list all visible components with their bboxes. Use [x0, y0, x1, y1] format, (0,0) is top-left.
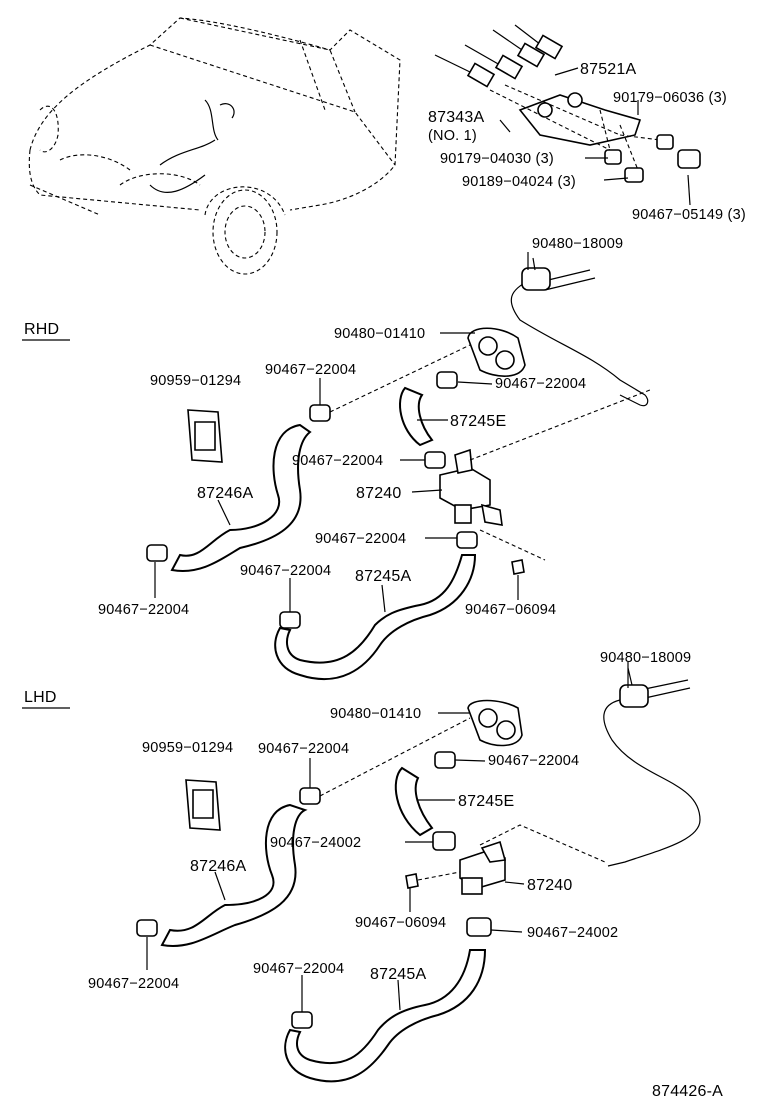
label-87343A: 87343A	[428, 109, 484, 126]
lhd-label-90467-22004-c: 90467−22004	[253, 961, 344, 977]
label-87521A: 87521A	[580, 61, 636, 78]
lhd-label-90467-24002-a: 90467−24002	[270, 835, 361, 851]
lhd-label-90467-24002-b: 90467−24002	[527, 925, 618, 941]
lhd-label-90480-18009: 90480−18009	[600, 650, 691, 666]
rhd-label-90467-22004-d: 90467−22004	[315, 531, 406, 547]
car-illustration	[28, 17, 401, 275]
rhd-label-90480-18009: 90480−18009	[532, 236, 623, 252]
label-90179-06036: 90179−06036 (3)	[613, 90, 727, 106]
lhd-label-90467-22004-a: 90467−22004	[258, 741, 349, 757]
label-90467-05149: 90467−05149 (3)	[632, 207, 746, 223]
rhd-label-87245A: 87245A	[355, 568, 411, 585]
rhd-label-90467-06094: 90467−06094	[465, 602, 556, 618]
section-rhd-label: RHD	[24, 321, 59, 338]
label-90189-04024: 90189−04024 (3)	[462, 174, 576, 190]
section-lhd-label: LHD	[24, 689, 57, 706]
lhd-label-90467-22004-b: 90467−22004	[488, 753, 579, 769]
rhd-parts	[146, 257, 651, 680]
lhd-parts	[136, 667, 701, 1083]
lhd-label-90480-01410: 90480−01410	[330, 706, 421, 722]
rhd-label-87245E: 87245E	[450, 413, 506, 430]
lhd-label-90959-01294: 90959−01294	[142, 740, 233, 756]
rhd-label-90467-22004-a: 90467−22004	[265, 362, 356, 378]
rhd-label-87246A: 87246A	[197, 485, 253, 502]
diagram-id: 874426-A	[652, 1083, 723, 1100]
lhd-label-87245E: 87245E	[458, 793, 514, 810]
lhd-label-90467-22004-d: 90467−22004	[88, 976, 179, 992]
rhd-label-90467-22004-c: 90467−22004	[292, 453, 383, 469]
rhd-label-90467-22004-e: 90467−22004	[240, 563, 331, 579]
rhd-label-90480-01410: 90480−01410	[334, 326, 425, 342]
rhd-label-90467-22004-f: 90467−22004	[98, 602, 189, 618]
cable-bracket-assembly	[434, 24, 701, 206]
rhd-leaders	[154, 252, 529, 613]
label-90179-04030: 90179−04030 (3)	[440, 151, 554, 167]
lhd-label-87240: 87240	[527, 877, 573, 894]
rhd-label-87240: 87240	[356, 485, 402, 502]
lhd-label-87245A: 87245A	[370, 966, 426, 983]
rhd-label-90959-01294: 90959−01294	[150, 373, 241, 389]
lhd-leaders	[146, 662, 629, 1012]
lhd-label-90467-06094: 90467−06094	[355, 915, 446, 931]
rhd-label-90467-22004-b: 90467−22004	[495, 376, 586, 392]
lhd-label-87246A: 87246A	[190, 858, 246, 875]
label-87343A-note: (NO. 1)	[428, 128, 477, 144]
